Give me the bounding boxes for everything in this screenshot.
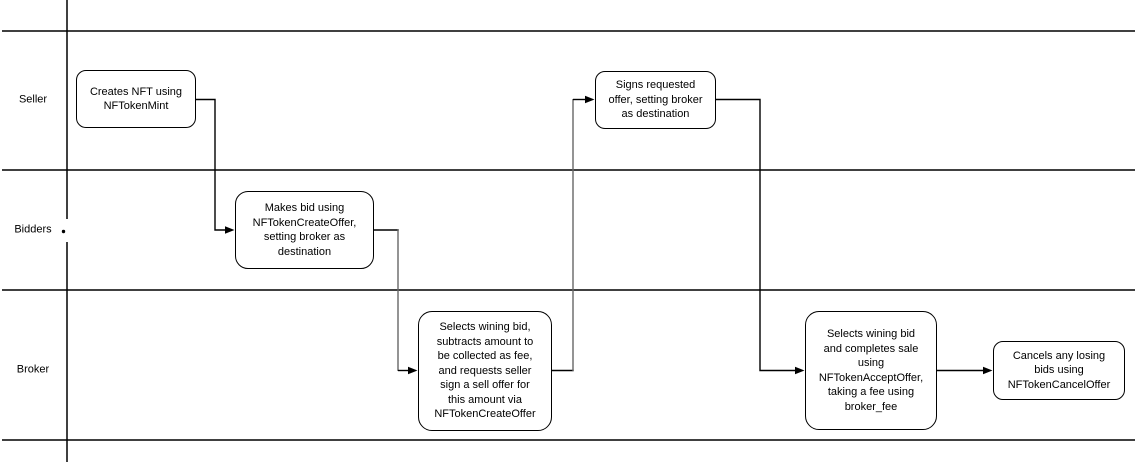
arrowhead-sign-to-complete (795, 366, 805, 375)
node-makes-bid-label: Makes bid using NFTokenCreateOffer, sett… (252, 202, 357, 258)
arrowhead-bid-to-request (408, 366, 418, 375)
bidders-lane-dot (61, 229, 66, 234)
node-creates-nft-label: Creates NFT using NFTokenMint (89, 85, 183, 113)
arrowhead-complete-to-cancel (983, 366, 993, 375)
node-selects-bid-requests-sign-label: Selects wining bid, subtracts amount to … (434, 321, 536, 421)
node-signs-offer-label: Signs requested offer, setting broker as… (608, 79, 703, 121)
node-creates-nft[interactable]: Creates NFT using NFTokenMint (76, 70, 196, 128)
connector-sign-to-complete (716, 98, 795, 372)
arrowhead-request-to-sign (585, 95, 595, 104)
lane-label-seller: Seller (18, 93, 48, 106)
connector-mint-to-bid (196, 98, 225, 231)
node-completes-sale[interactable]: Selects wining bid and completes sale us… (805, 311, 937, 430)
arrowhead-mint-to-bid (225, 226, 235, 234)
node-cancels-bids-label: Cancels any losing bids using NFTokenCan… (1007, 349, 1111, 391)
node-selects-bid-requests-sign[interactable]: Selects wining bid, subtracts amount to … (418, 311, 552, 431)
lane-label-bidders: Bidders (14, 223, 52, 236)
node-signs-offer[interactable]: Signs requested offer, setting broker as… (595, 71, 716, 129)
lane-label-broker: Broker (16, 363, 50, 376)
node-makes-bid[interactable]: Makes bid using NFTokenCreateOffer, sett… (235, 191, 374, 269)
node-completes-sale-label: Selects wining bid and completes sale us… (818, 328, 924, 413)
node-cancels-bids[interactable]: Cancels any losing bids using NFTokenCan… (993, 341, 1125, 400)
